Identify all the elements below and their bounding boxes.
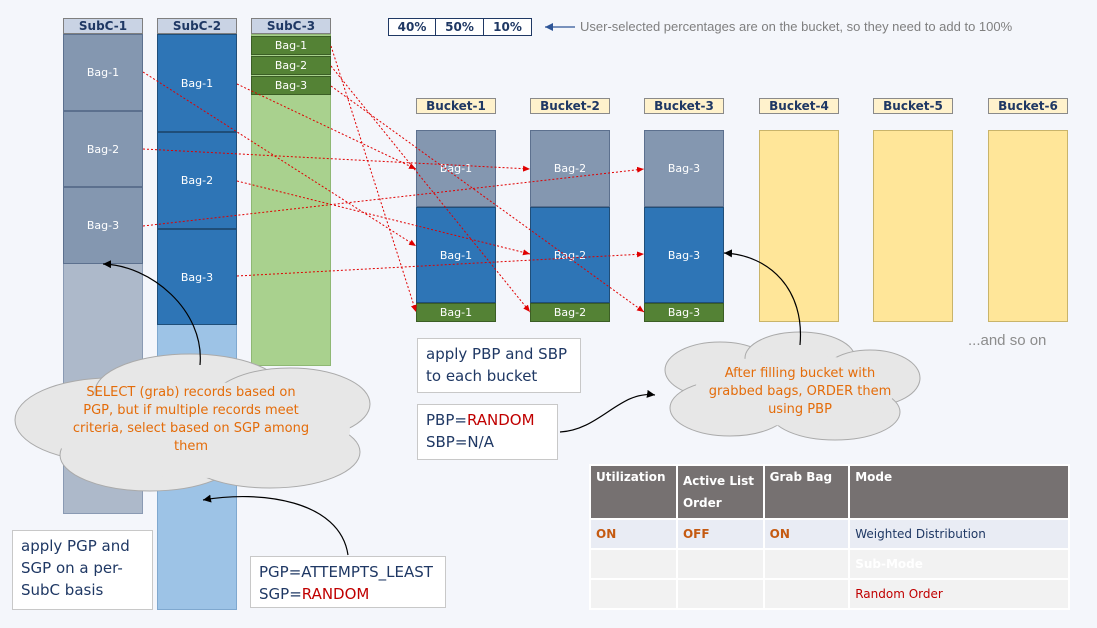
arrow-subc1-bag2-to-bucket2	[142, 148, 531, 172]
sgp-line: SGP=RANDOM	[259, 583, 437, 605]
arrow-subc2-bag1-to-bucket1	[236, 83, 417, 170]
bucket-1-bag-bottom: Bag-1	[416, 303, 496, 322]
pbp-key: PBP=	[426, 411, 467, 429]
bucket-2-bag-top: Bag-2	[530, 130, 610, 207]
header-sub-mode: Sub-Mode	[848, 548, 1070, 580]
arrow-subc2-bag3-to-bucket3	[236, 251, 645, 277]
arrow-subc3-bag3-to-bucket3	[330, 85, 645, 313]
subc-2-header: SubC-2	[157, 18, 237, 34]
value-sub-mode: Random Order	[848, 578, 1070, 610]
bucket-1-bag-mid: Bag-1	[416, 207, 496, 303]
select-cloud	[14, 353, 371, 492]
percent-3: 10%	[483, 18, 532, 36]
after-cloud	[664, 331, 921, 441]
pgp-value: ATTEMPTS_LEAST	[301, 563, 433, 581]
subc-1-bag-1: Bag-1	[63, 34, 143, 111]
bag-distribution-arrows	[142, 45, 645, 313]
bucket-1-header: Bucket-1	[416, 98, 496, 114]
pbp-sbp-note: apply PBP and SBP to each bucket	[417, 338, 581, 393]
curve-arrow-cloud-to-bucket3	[723, 249, 802, 346]
bucket-2-header: Bucket-2	[530, 98, 610, 114]
after-cloud-text: After filling bucket with grabbed bags, …	[708, 366, 892, 417]
subc-1-header: SubC-1	[63, 18, 143, 34]
bucket-5-body	[873, 130, 953, 322]
bucket-2-bag-mid: Bag-2	[530, 207, 610, 303]
curve-arrow-pgp-to-cloud	[202, 494, 349, 556]
bucket-6-header: Bucket-6	[988, 98, 1068, 114]
bucket-4-body	[759, 130, 839, 322]
arrow-subc1-bag1-to-bucket1	[142, 71, 417, 247]
blank-cell	[675, 548, 765, 580]
value-utilization: ON	[589, 518, 678, 550]
subc-2-bag-2: Bag-2	[157, 132, 237, 229]
value-grab-bag: ON	[762, 518, 851, 550]
subc-3-bag-3: Bag-3	[251, 76, 331, 95]
sbp-line: SBP=N/A	[426, 433, 494, 451]
bucket-4-header: Bucket-4	[759, 98, 839, 114]
arrow-subc2-bag2-to-bucket2	[236, 180, 531, 256]
percent-note: User-selected percentages are on the buc…	[580, 19, 1013, 34]
subc-3-header: SubC-3	[251, 18, 331, 34]
curve-arrow-cloud-to-subc1	[102, 260, 201, 366]
subc-1-bag-3: Bag-3	[63, 187, 143, 264]
blank-cell	[675, 578, 765, 610]
arrow-subc1-bag3-to-bucket3	[142, 166, 645, 227]
header-utilization: Utilization	[589, 464, 678, 520]
bucket-3-bag-top: Bag-3	[644, 130, 724, 207]
blank-cell	[762, 548, 851, 580]
arrow-subc3-bag1-to-bucket1	[330, 45, 417, 313]
subc-3-bag-1: Bag-1	[251, 36, 331, 55]
mode-table: Utilization Active List Order Grab Bag M…	[589, 464, 1070, 610]
blank-cell	[589, 578, 678, 610]
blank-cell	[762, 578, 851, 610]
pbp-line: PBP=RANDOM	[426, 409, 549, 431]
pgp-key: PGP=	[259, 563, 302, 581]
blank-cell	[589, 548, 678, 580]
subc-1-bag-2: Bag-2	[63, 111, 143, 187]
curve-arrow-pbp-to-cloud	[559, 389, 656, 433]
subc-3-bag-2: Bag-2	[251, 56, 331, 75]
pgp-line: PGP=ATTEMPTS_LEAST	[259, 561, 437, 583]
bucket-1-bag-top: Bag-1	[416, 130, 496, 207]
bucket-3-bag-mid: Bag-3	[644, 207, 724, 303]
pgp-sgp-note: apply PGP and SGP on a per-SubC basis	[12, 530, 153, 610]
subc-2-bag-3: Bag-3	[157, 229, 237, 325]
header-active-list-order: Active List Order	[675, 464, 765, 520]
percent-1: 40%	[388, 18, 436, 36]
value-active-list-order: OFF	[675, 518, 765, 550]
header-mode: Mode	[848, 464, 1070, 520]
arrow-subc3-bag2-to-bucket2	[330, 65, 531, 313]
sgp-value: RANDOM	[301, 585, 370, 603]
pgp-sgp-values: PGP=ATTEMPTS_LEAST SGP=RANDOM	[250, 556, 446, 608]
sgp-key: SGP=	[259, 585, 302, 603]
bucket-3-header: Bucket-3	[644, 98, 724, 114]
subc-2-bag-1: Bag-1	[157, 34, 237, 132]
select-cloud-text: SELECT (grab) records based on PGP, but …	[72, 385, 310, 454]
value-mode: Weighted Distribution	[848, 518, 1070, 550]
pbp-value: RANDOM	[466, 411, 535, 429]
bucket-3-bag-bottom: Bag-3	[644, 303, 724, 322]
percent-2: 50%	[435, 18, 484, 36]
bucket-6-body	[988, 130, 1068, 322]
bucket-2-bag-bottom: Bag-2	[530, 303, 610, 322]
bucket-5-header: Bucket-5	[873, 98, 953, 114]
header-grab-bag: Grab Bag	[762, 464, 851, 520]
pbp-sbp-values: PBP=RANDOM SBP=N/A	[417, 404, 558, 460]
and-so-on-label: ...and so on	[968, 332, 1047, 349]
